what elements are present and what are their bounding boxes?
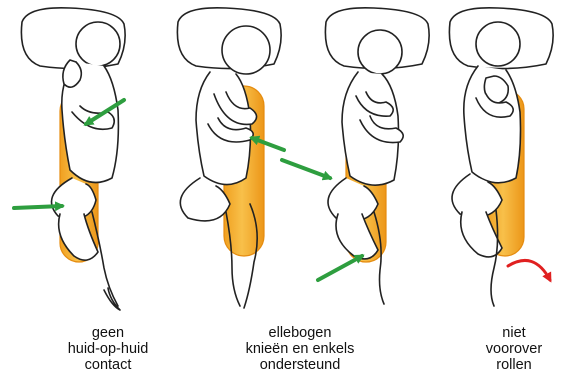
figure-1 <box>14 8 125 310</box>
caption-line: rollen <box>470 357 558 373</box>
caption-line: ondersteund <box>220 357 380 373</box>
caption-line: ellebogen <box>220 325 380 341</box>
red-curved-arrow-icon <box>508 260 550 280</box>
caption-line: geen <box>48 325 168 341</box>
caption-no-rolling-forward: niet voorover rollen <box>470 325 558 373</box>
caption-line: knieën en enkels <box>220 341 380 357</box>
figure-4 <box>449 8 553 306</box>
caption-line: voorover <box>470 341 558 357</box>
green-arrow-icon <box>318 256 362 280</box>
caption-no-skin-contact: geen huid-op-huid contact <box>48 325 168 373</box>
arm-icon <box>63 60 81 87</box>
green-arrow-icon <box>14 206 62 208</box>
head-icon <box>76 22 120 66</box>
figure-3 <box>282 8 429 304</box>
caption-line: contact <box>48 357 168 373</box>
foot-icon <box>104 288 120 310</box>
figure-2 <box>177 8 284 308</box>
caption-line: niet <box>470 325 558 341</box>
caption-line: huid-op-huid <box>48 341 168 357</box>
head-icon <box>358 30 402 74</box>
caption-supported-joints: ellebogen knieën en enkels ondersteund <box>220 325 380 373</box>
green-arrow-icon <box>282 160 330 178</box>
head-icon <box>222 26 270 74</box>
head-icon <box>476 22 520 66</box>
